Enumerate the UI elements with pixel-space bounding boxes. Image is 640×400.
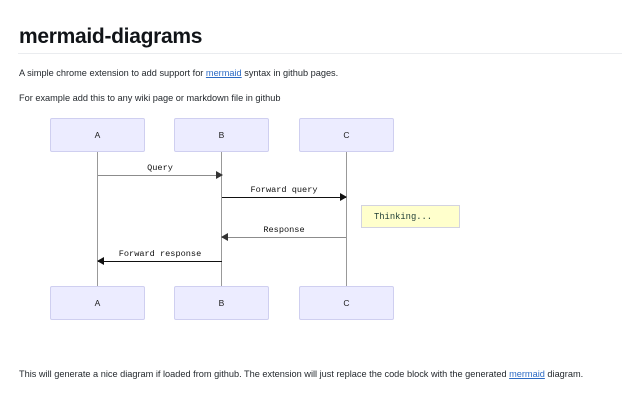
arrow-head-left-icon (221, 233, 228, 242)
note-text: Thinking... (374, 211, 433, 222)
footer-text-after-link: diagram. (544, 369, 584, 379)
arrow-head-left-icon (97, 257, 104, 266)
actor-box-bottom-b[interactable]: B (174, 286, 269, 320)
mermaid-link-footer[interactable]: mermaid (509, 369, 545, 379)
actor-box-top-c[interactable]: C (299, 118, 394, 152)
mermaid-link-intro[interactable]: mermaid (205, 68, 242, 78)
message-label: Forward response (118, 249, 202, 259)
actor-label: C (343, 130, 350, 140)
actor-box-top-b[interactable]: B (174, 118, 269, 152)
message-label: Query (147, 163, 173, 173)
actor-label: A (94, 298, 101, 308)
message-label: Forward query (250, 185, 318, 195)
actor-box-top-a[interactable]: A (50, 118, 145, 152)
message-line (98, 174, 222, 176)
message-line (98, 260, 222, 262)
message-line (222, 236, 346, 238)
lifeline-b (221, 152, 222, 286)
note-thinking[interactable]: Thinking... (361, 205, 460, 228)
actor-label: C (343, 298, 350, 308)
message-forward-response[interactable]: Forward response (97, 246, 222, 266)
message-response[interactable]: Response (221, 222, 346, 242)
actor-label: B (218, 130, 225, 140)
message-line (222, 196, 346, 198)
intro-text-after-link: syntax in github pages. (241, 68, 339, 78)
actor-label: A (94, 130, 101, 140)
intro-paragraph-1: A simple chrome extension to add support… (19, 67, 338, 80)
arrow-head-right-icon (216, 171, 223, 180)
actor-label: B (218, 298, 225, 308)
intro-text-before-link: A simple chrome extension to add support… (19, 68, 206, 78)
message-forward-query[interactable]: Forward query (222, 182, 347, 202)
lifeline-a (97, 152, 98, 286)
actor-box-bottom-c[interactable]: C (299, 286, 394, 320)
footer-text-before-link: This will generate a nice diagram if loa… (19, 369, 510, 379)
message-query[interactable]: Query (98, 160, 223, 180)
intro-paragraph-2: For example add this to any wiki page or… (19, 93, 281, 103)
sequence-diagram: A B C Query Forward query Response (0, 104, 640, 344)
page-title: mermaid-diagrams (19, 25, 203, 48)
title-divider (18, 53, 622, 54)
actor-box-bottom-a[interactable]: A (50, 286, 145, 320)
message-label: Response (263, 225, 305, 235)
lifeline-c (346, 152, 347, 286)
arrow-head-right-icon (340, 193, 347, 202)
footer-paragraph: This will generate a nice diagram if loa… (19, 368, 583, 381)
